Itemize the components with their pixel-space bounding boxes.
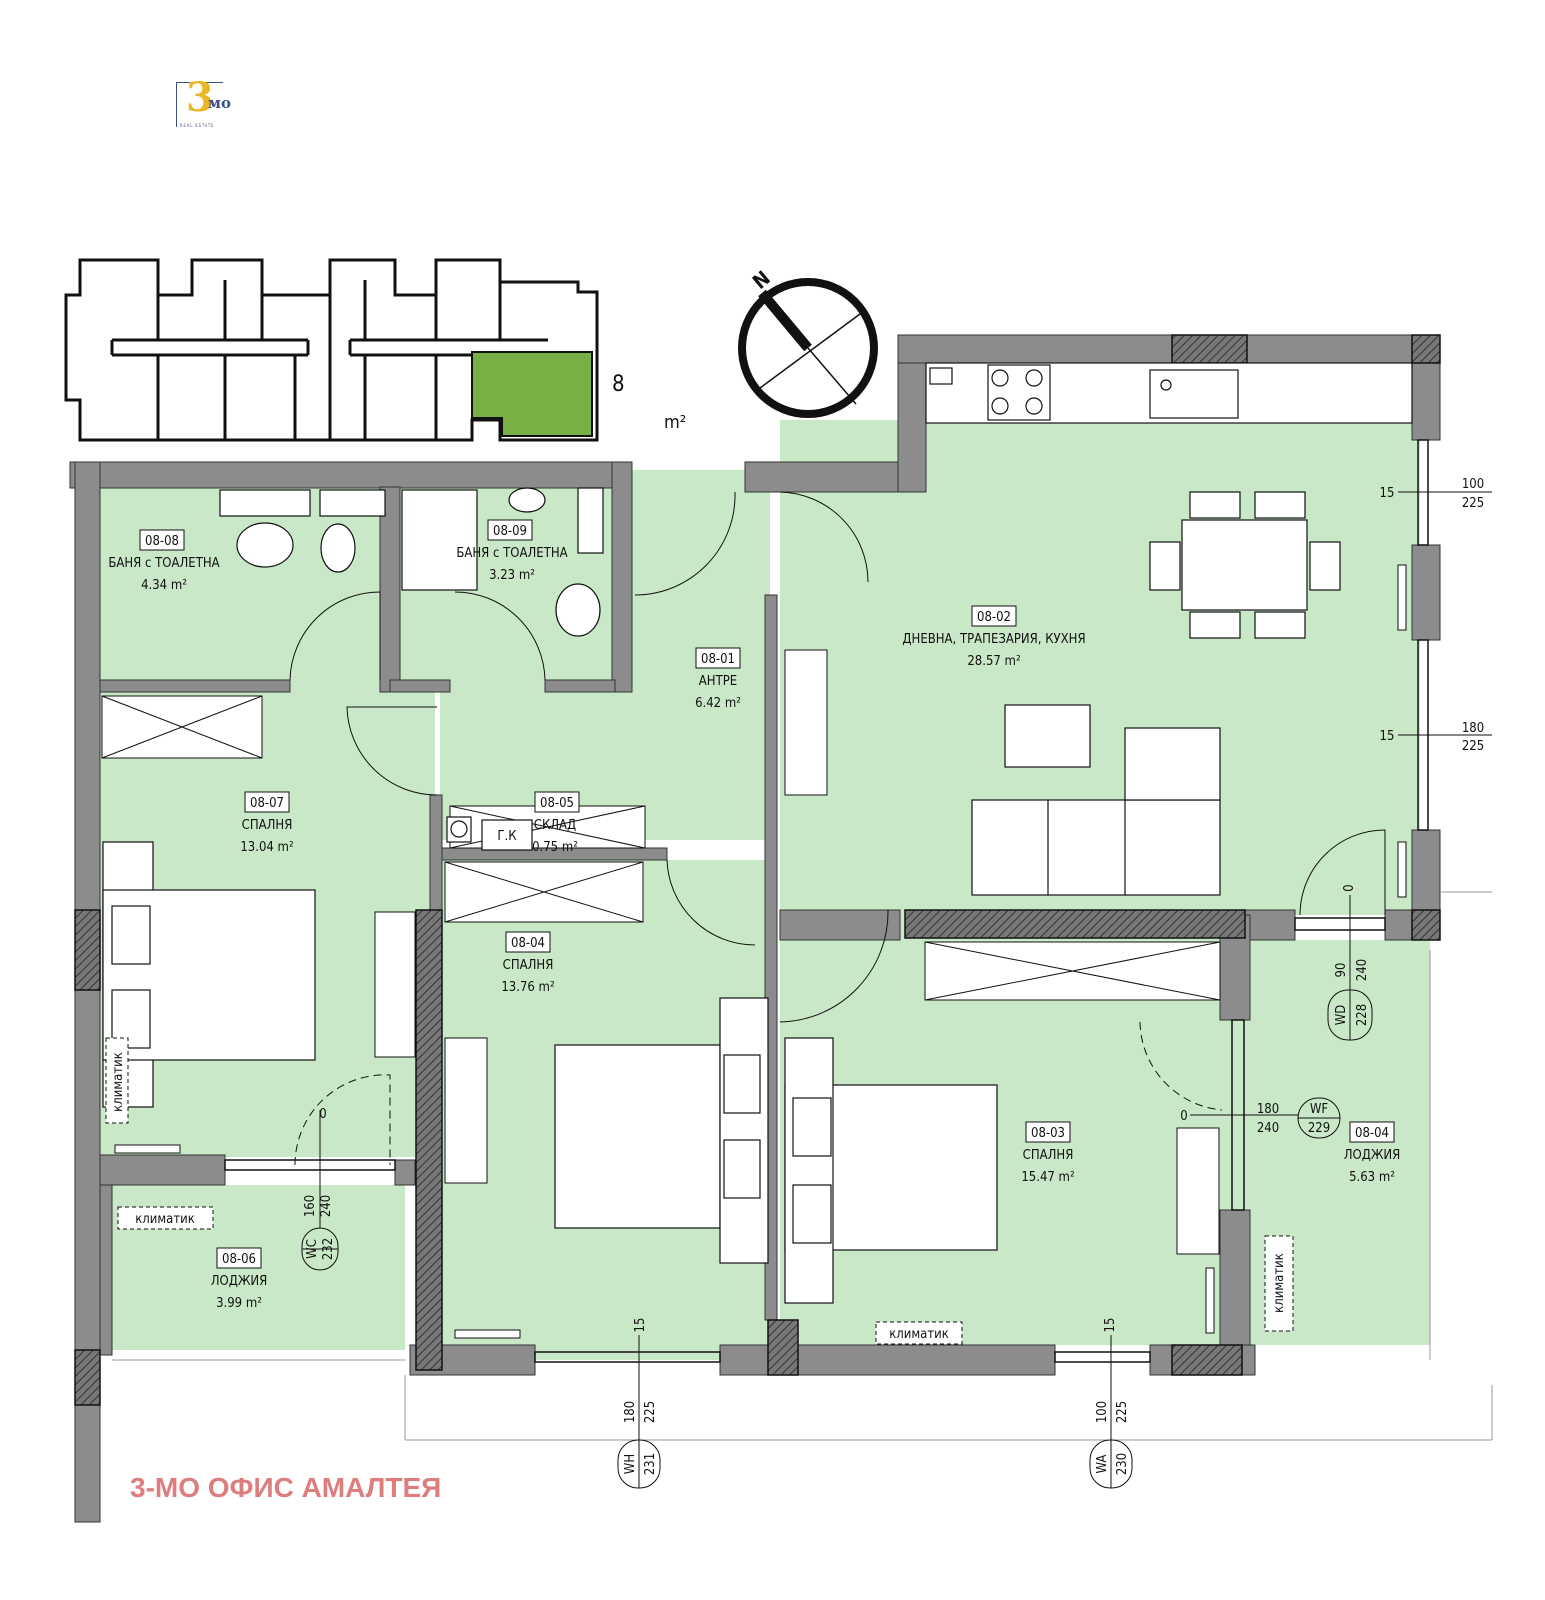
window-wf-number: 229 [1308,1121,1330,1136]
ac-label-loggia-0804: климатик [1272,1253,1287,1313]
room-area-bedroom-0803: 15.47 m² [1021,1170,1074,1185]
compass: N [738,266,878,418]
boiler-label: Г.К [497,829,517,844]
room-code-loggia-0804: 08-04 [1355,1126,1389,1141]
wardrobes [101,695,1221,1001]
window-wc-number: 232 [321,1238,336,1260]
beds [102,841,998,1304]
room-code-antre: 08-01 [701,652,735,667]
room-labels: 08-01 АНТРЕ 6.42 m² 08-02 ДНЕВНА, ТРАПЕЗ… [108,519,1401,1311]
room-name-storage: СКЛАД [534,818,576,833]
room-name-bedroom-0804: СПАЛНЯ [503,958,554,973]
balcony-lines [112,891,1493,1441]
room-code-bedroom-0807: 08-07 [250,796,284,811]
window-wh-width: 180 [623,1401,638,1423]
window-wa-sill: 15 [1103,1318,1118,1333]
room-name-bedroom-0807: СПАЛНЯ [242,818,293,833]
room-area-storage: 0.75 m² [532,840,578,855]
window-wc-zero: 0 [319,1107,326,1122]
logo-number: 3 [186,74,214,121]
room-code-storage: 08-05 [540,796,574,811]
room-code-loggia-0806: 08-06 [222,1252,256,1267]
window-wh-number: 231 [643,1453,658,1475]
room-area-bath-0809: 3.23 m² [489,568,535,583]
bathroom-fixtures [219,487,604,851]
right-upper-width: 100 [1462,477,1484,492]
company-logo: 3 мо REAL ESTATE [176,74,248,130]
room-area-loggia-0806: 3.99 m² [216,1296,262,1311]
window-wc-height: 240 [319,1195,334,1217]
window-wd-height: 240 [1355,959,1370,981]
room-area-bedroom-0804: 13.76 m² [501,980,554,995]
room-name-living: ДНЕВНА, ТРАПЕЗАРИЯ, КУХНЯ [902,632,1085,647]
window-wc-id: WC [305,1239,320,1259]
key-plan [64,258,599,442]
window-wh-id: WH [623,1454,638,1474]
room-name-bath-0808: БАНЯ с ТОАЛЕТНА [108,556,219,571]
room-name-antre: АНТРЕ [699,674,737,689]
window-wa-number: 230 [1115,1453,1130,1475]
window-wf-width: 180 [1257,1102,1279,1117]
window-wf-zero: 0 [1180,1109,1187,1124]
room-code-bedroom-0803: 08-03 [1031,1126,1065,1141]
window-wd-width: 90 [1334,963,1349,978]
window-wd-number: 228 [1355,1004,1370,1026]
window-wc-width: 160 [303,1195,318,1217]
room-name-bath-0809: БАНЯ с ТОАЛЕТНА [456,546,567,561]
window-wd-zero: 0 [1342,884,1357,891]
window-wh-sill: 15 [633,1318,648,1333]
door-swings [289,491,1386,1166]
right-upper-sill: 15 [1380,486,1395,501]
window-wh-height: 225 [643,1401,658,1423]
logo-tagline: REAL ESTATE [180,123,215,128]
kitchen-counter [925,362,1413,424]
window-tag-texts: WC 232 160 240 0 WD 228 90 240 0 WF 229 … [303,477,1484,1475]
dining-table [1149,491,1341,639]
right-upper-height: 225 [1462,496,1484,511]
ac-label-bedroom-0807: климатик [111,1052,126,1112]
room-area-living: 28.57 m² [967,654,1020,669]
window-wa-height: 225 [1115,1401,1130,1423]
radiators [114,564,1407,1339]
ac-boxes [105,1037,1294,1345]
right-middle-sill: 15 [1380,729,1395,744]
right-middle-width: 180 [1462,721,1484,736]
room-name-loggia-0806: ЛОДЖИЯ [211,1274,268,1289]
room-area-antre: 6.42 m² [695,696,741,711]
living-furniture [971,704,1221,896]
logo-frame [176,82,223,127]
office-label: 3-МО ОФИС АМАЛТЕЯ [130,1472,442,1503]
window-wa-id: WA [1095,1455,1110,1474]
ac-label-bedroom-0803: климатик [889,1327,949,1342]
tv-units [374,649,1220,1255]
window-wd-id: WD [1334,1005,1349,1026]
room-area-bath-0808: 4.34 m² [141,578,187,593]
room-area-bedroom-0807: 13.04 m² [240,840,293,855]
window-wf-id: WF [1310,1102,1329,1117]
key-plan-apartment-highlight [471,351,593,437]
logo-suffix: мо [208,94,232,112]
right-middle-height: 225 [1462,739,1484,754]
room-code-bedroom-0804: 08-04 [511,936,545,951]
room-code-bath-0809: 08-09 [493,524,527,539]
ac-label-loggia-0806: климатик [135,1212,195,1227]
window-wa-width: 100 [1095,1401,1110,1423]
window-wf-height: 240 [1257,1121,1279,1136]
room-name-loggia-0804: ЛОДЖИЯ [1344,1148,1401,1163]
window-tags [301,491,1492,1489]
floor-number-partial: 8 [612,372,625,397]
room-code-bath-0808: 08-08 [145,534,179,549]
room-area-loggia-0804: 5.63 m² [1349,1170,1395,1185]
room-code-living: 08-02 [977,610,1011,625]
floor-area-unit: m² [664,412,687,433]
room-name-bedroom-0803: СПАЛНЯ [1023,1148,1074,1163]
